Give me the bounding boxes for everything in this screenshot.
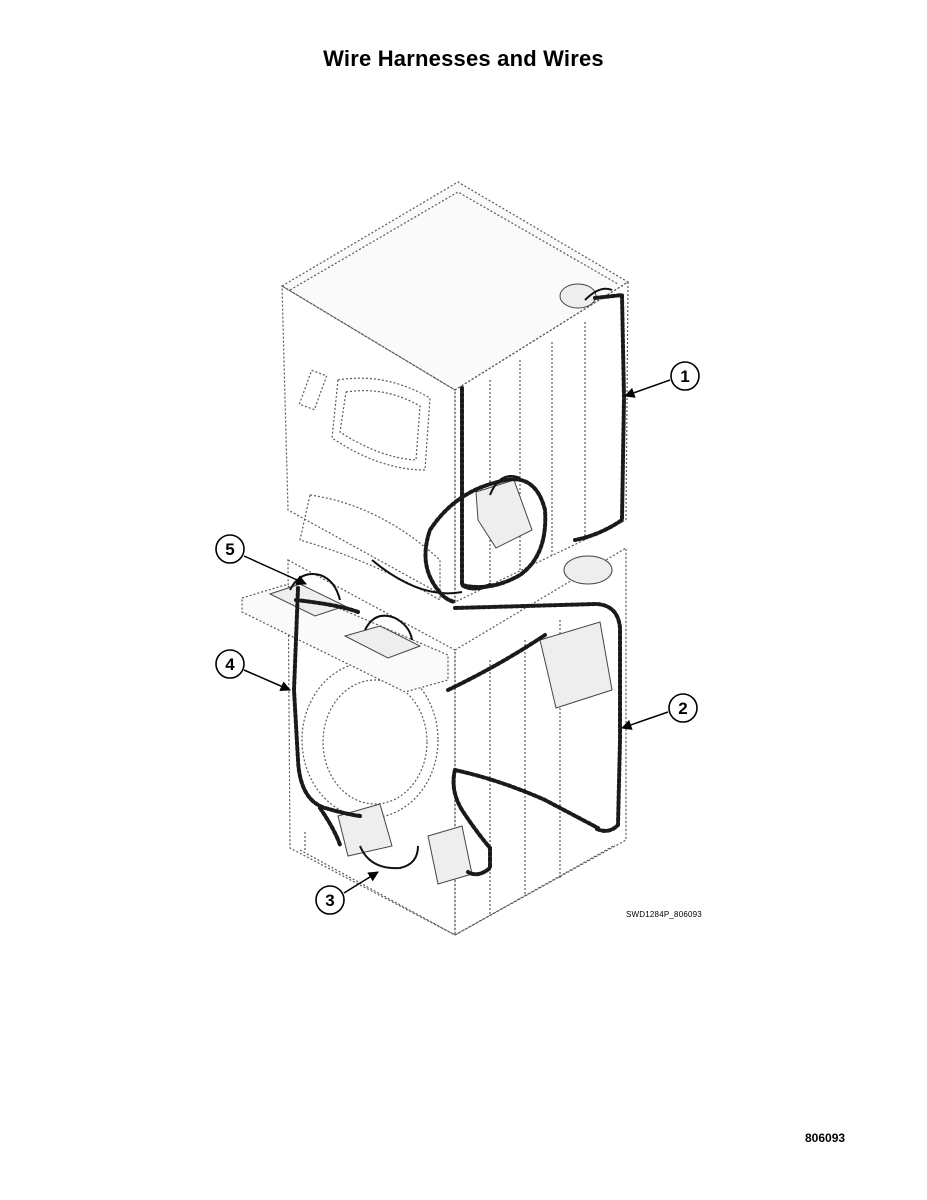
callout-4-label: 4 (225, 655, 235, 674)
page-title: Wire Harnesses and Wires (323, 46, 604, 71)
figure-reference-code: SWD1284P_806093 (626, 910, 702, 919)
callout-3: 3 (315, 871, 379, 915)
document-number: 806093 (805, 1131, 846, 1145)
dryer-components (371, 475, 613, 595)
callout-4: 4 (215, 649, 291, 692)
callout-5-label: 5 (225, 540, 234, 559)
callout-1: 1 (624, 361, 700, 398)
control-boards (241, 573, 449, 693)
wire-harnesses (291, 292, 627, 877)
washer-components (337, 621, 613, 885)
terminal-block (559, 283, 613, 309)
callout-5: 5 (215, 534, 307, 585)
callout-2: 2 (621, 693, 698, 730)
callout-1-label: 1 (680, 367, 689, 386)
callout-3-label: 3 (325, 891, 334, 910)
callout-2-label: 2 (678, 699, 687, 718)
